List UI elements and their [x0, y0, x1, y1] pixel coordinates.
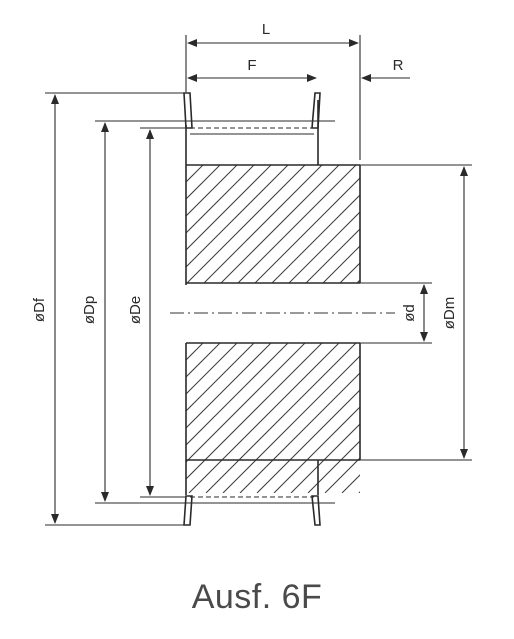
label-De: øDe [127, 296, 144, 324]
label-Df: øDf [31, 297, 48, 322]
label-L: L [262, 21, 270, 38]
flange-right-bottom [311, 495, 321, 526]
hatch-line [339, 262, 360, 283]
hatch-line [393, 343, 514, 493]
section-hatching-top [186, 165, 514, 283]
flange-left-bottom [183, 495, 193, 526]
hatch-line [186, 165, 306, 283]
hatch-line [186, 343, 204, 361]
hatch-line [188, 343, 340, 493]
hatch-line [186, 343, 289, 446]
hatch-line [374, 165, 492, 283]
flange-left-top [183, 92, 193, 129]
pulley-body-outline [185, 100, 361, 495]
caption-title: Ausf. 6F [191, 578, 323, 616]
hatch-line [271, 194, 360, 283]
hatch-line [220, 165, 340, 283]
label-Dm: øDm [441, 297, 458, 330]
hatch-line [410, 343, 514, 493]
hatch-line [256, 389, 360, 493]
hatch-line [186, 165, 238, 217]
hatch-line [186, 343, 272, 429]
hatch-line [186, 165, 187, 166]
hatch-line [288, 211, 360, 283]
hatch-line [290, 423, 360, 493]
hatch-line [427, 343, 514, 493]
pulley-drawing: L F R øDf øDp øDe ød øDm [31, 21, 514, 526]
hatch-line [322, 245, 360, 283]
hatch-line [341, 474, 360, 493]
hatch-line [239, 372, 360, 493]
hatch-line [307, 440, 360, 493]
hatch-line [186, 165, 221, 200]
hatch-line [358, 491, 360, 493]
hatch-line [459, 165, 514, 283]
label-Dp: øDp [81, 296, 98, 324]
hatch-line [186, 343, 323, 480]
label-R: R [393, 57, 404, 74]
hatch-line [425, 165, 514, 283]
hatch-line [408, 165, 514, 283]
hatch-line [305, 228, 360, 283]
hatch-line [478, 343, 514, 493]
flange-right-top [311, 92, 321, 129]
label-d: ød [401, 304, 418, 322]
hatch-line [495, 343, 514, 493]
hatch-line [356, 279, 360, 283]
hatch-line [324, 457, 360, 493]
hatch-line [461, 343, 514, 493]
hatch-line [391, 165, 509, 283]
hatch-line [186, 343, 221, 378]
hatch-line [203, 165, 323, 283]
hatch-line [186, 343, 255, 412]
section-hatching-bottom [186, 343, 514, 493]
hatch-line [442, 165, 514, 283]
hatch-line [186, 165, 289, 268]
hatch-line [254, 177, 360, 283]
hatch-line [186, 165, 255, 234]
hatch-line [476, 165, 514, 283]
hatch-line [376, 343, 514, 493]
hatch-line [237, 165, 357, 283]
hatch-line [273, 406, 360, 493]
label-F: F [247, 57, 256, 74]
hatch-line [186, 343, 306, 463]
hatch-line [444, 343, 514, 493]
hatch-line [186, 343, 238, 395]
hatch-line [205, 343, 357, 493]
hatch-line [186, 343, 187, 344]
hatch-line [222, 355, 360, 493]
hatch-line [186, 165, 272, 251]
